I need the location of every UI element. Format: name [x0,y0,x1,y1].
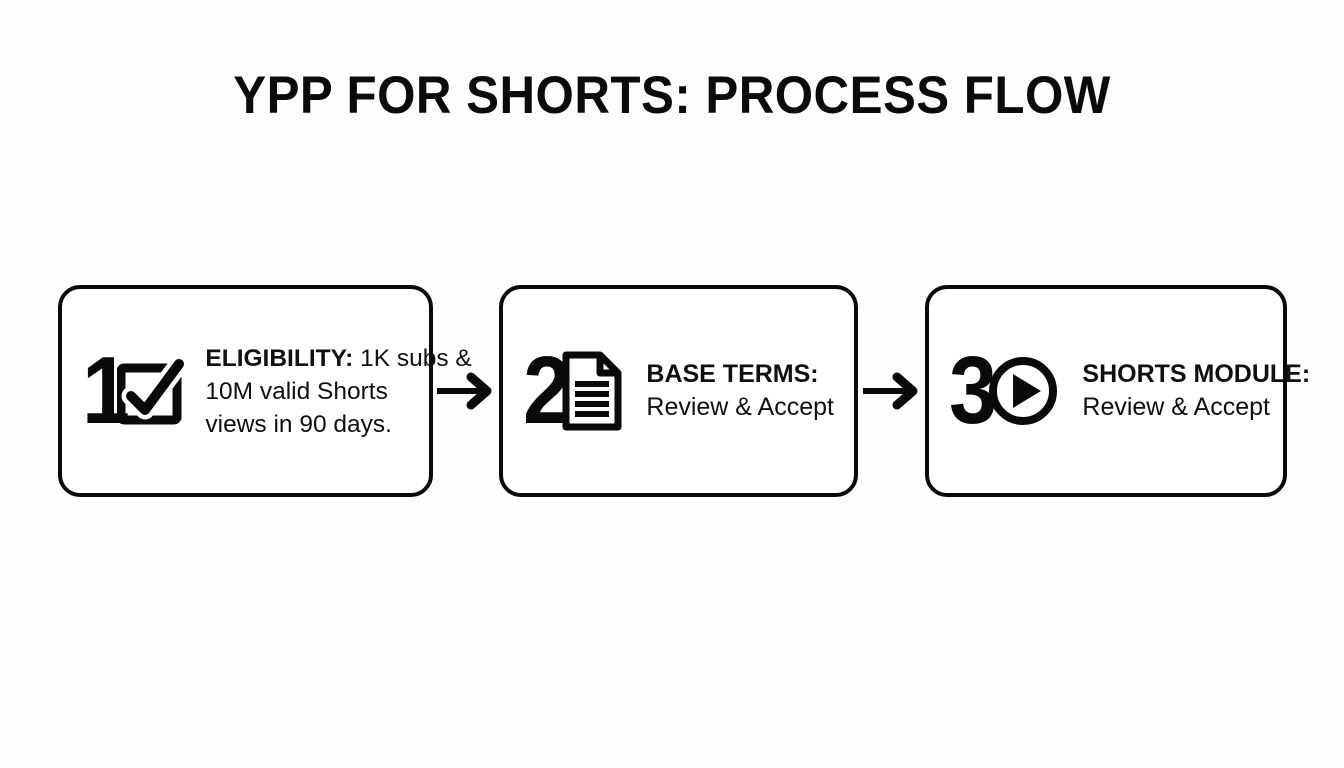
step-3-body-1: Review & Accept [1082,393,1270,421]
step-1-badge: 1 [82,337,191,444]
arrow-right-icon [437,372,492,410]
step-2-badge: 2 [523,337,624,444]
step-2-body-1: Review & Accept [646,393,834,421]
arrow-step-2-to-3 [858,285,925,497]
step-3-number: 3 [949,337,997,444]
step-2-text: BASE TERMS: Review & Accept [646,358,834,424]
step-3-text: SHORTS MODULE: Review & Accept [1082,358,1310,424]
step-card-2: 2 BASE TERMS: Review & Accept [499,285,858,497]
step-2-content: 2 BASE TERMS: Review & Accept [503,337,854,444]
step-1-line-1: ELIGIBILITY: 1K subs & [205,342,471,375]
step-1-text: ELIGIBILITY: 1K subs & 10M valid Shorts … [205,342,471,441]
step-1-label: ELIGIBILITY: [205,344,354,372]
process-flow-diagram: 1 ELIGIBILITY: 1K subs & 10M valid Short… [0,285,1344,497]
step-card-1: 1 ELIGIBILITY: 1K subs & 10M valid Short… [58,285,472,497]
step-1-body-1: 1K subs & [353,344,472,372]
page-title: YPP FOR SHORTS: PROCESS FLOW [233,66,1111,125]
step-card-3: 3 SHORTS MODULE: Review & Accept [925,285,1310,497]
checkbox-check-icon [117,354,189,425]
arrow-right-icon [862,372,917,410]
step-3-content: 3 SHORTS MODULE: Review & Accept [929,337,1310,444]
arrow-step-1-to-2 [433,285,499,497]
step-3-badge: 3 [949,337,1062,444]
step-3-label: SHORTS MODULE: [1082,360,1311,388]
step-1-number: 1 [82,337,130,444]
step-1-body-3: views in 90 days. [205,410,392,438]
step-2-number: 2 [523,337,571,444]
play-circle-icon [986,354,1060,428]
step-2-label: BASE TERMS: [646,360,819,388]
step-1-content: 1 ELIGIBILITY: 1K subs & 10M valid Short… [62,337,472,444]
document-icon [560,351,624,431]
step-1-body-2: 10M valid Shorts [205,377,388,405]
